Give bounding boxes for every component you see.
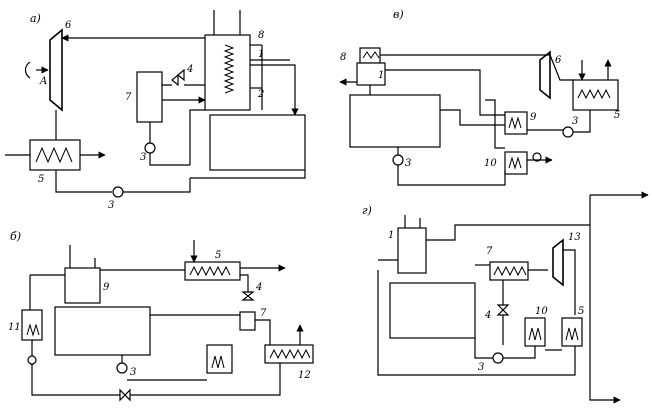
exchanger-11 [21,309,43,341]
exchanger-10g [524,317,546,347]
svg-text:13: 13 [568,232,581,243]
panel-g-label: г) [362,204,372,217]
svg-text:9: 9 [530,112,537,123]
svg-text:12: 12 [298,370,311,381]
svg-text:5: 5 [215,250,221,261]
valve-4b [241,291,255,301]
svg-text:7: 7 [486,246,493,257]
pump-3v [562,126,574,138]
panel-v: в) 8 1 6 9 [339,8,620,186]
svg-text:5: 5 [38,174,44,185]
svg-text:7: 7 [125,92,132,103]
svg-text:5: 5 [614,110,620,121]
svg-text:8: 8 [340,52,346,63]
panel-g: г) 1 7 13 4 10 5 [362,191,649,404]
svg-text:5: 5 [578,306,584,317]
svg-text:3: 3 [140,152,146,163]
svg-text:3: 3 [130,367,136,378]
svg-text:1: 1 [388,230,394,241]
panel-b: б) 5 9 4 [8,230,314,402]
svg-text:3: 3 [478,362,484,373]
exchanger-7b [239,311,256,331]
svg-text:4: 4 [484,310,491,321]
column-9 [64,267,101,304]
valve-b-bottom [119,388,131,402]
column-1g [397,227,427,274]
exchanger-7g [489,261,529,281]
svg-text:A: A [39,76,47,87]
turbine-6 [49,28,63,112]
svg-text:7: 7 [260,308,267,319]
svg-text:3: 3 [405,158,411,169]
turbine-13 [552,238,564,287]
svg-text:2: 2 [257,89,264,100]
panel-a-label: a) [30,12,41,25]
absorber-main [349,94,441,148]
svg-text:1: 1 [258,49,264,60]
column-1 [356,62,386,86]
pump-3g [492,352,504,364]
svg-text:4: 4 [186,64,193,75]
svg-text:11: 11 [8,322,21,333]
pump-3b [112,186,124,198]
valve-4 [171,68,185,87]
exchanger-5g [561,317,583,347]
svg-text:6: 6 [555,55,562,66]
svg-text:6: 6 [65,20,72,31]
svg-text:3: 3 [572,116,578,127]
pump-3b-panel [116,362,128,374]
absorber-b [54,306,151,356]
svg-text:1: 1 [378,70,384,81]
condenser-12 [264,344,314,364]
panel-v-label: в) [393,8,404,21]
pump-3v-bottom [392,154,404,166]
svg-text:10: 10 [535,306,548,317]
pump-3a [144,142,156,154]
exchanger-b-mid [206,344,233,374]
svg-text:9: 9 [103,282,110,293]
panel-b-label: б) [10,230,21,243]
svg-text:10: 10 [484,158,497,169]
valve-4g [496,304,510,316]
main-unit [209,114,306,171]
evaporator-1 [204,34,251,111]
svg-text:8: 8 [258,30,264,41]
heat-exchanger-5 [29,139,81,171]
separator-7 [136,71,163,123]
svg-text:4: 4 [255,282,262,293]
absorber-g [389,282,476,339]
panel-a: a) A [5,10,306,211]
svg-text:3: 3 [108,200,114,211]
turbine-6-v [539,50,551,100]
